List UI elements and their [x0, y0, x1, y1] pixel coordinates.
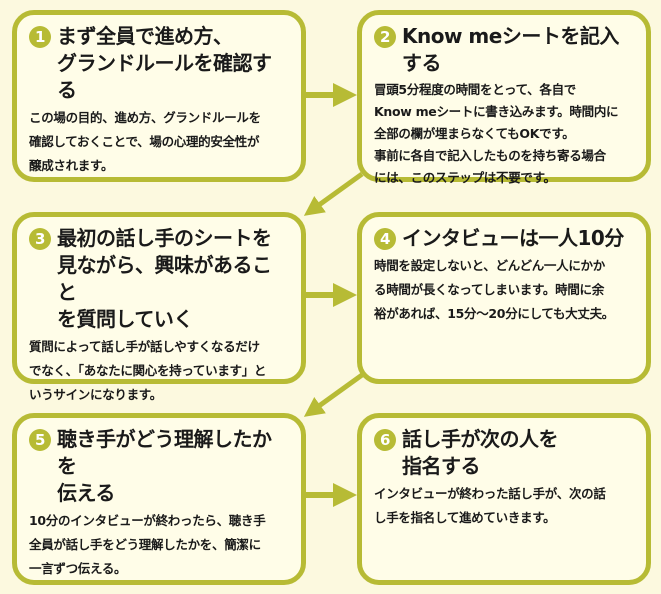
step-title: 聴き手がどう理解したかを 伝える: [57, 427, 272, 505]
step-4-card: 4 インタビューは一人10分 時間を設定しないと、どんどん一人にかか る時間が長く…: [357, 212, 651, 384]
step-title: 話し手が次の人を 指名する: [402, 427, 559, 478]
step-title: Know meシートを記入する: [402, 24, 619, 75]
arrow-2-to-3: [303, 171, 364, 216]
step-description: 10分のインタビューが終わったら、聴き手 全員が話し手をどう理解したかを、簡潔に…: [29, 513, 266, 576]
step-title: 最初の話し手のシートを 見ながら、興味があること を質問していく: [57, 226, 272, 331]
step-description: 質問によって話し手が話しやすくなるだけ でなく、「あなたに関心を持っています」と…: [29, 339, 267, 402]
step-5-card: 5 聴き手がどう理解したかを 伝える 10分のインタビューが終わったら、聴き手 全…: [12, 413, 306, 585]
step-number-badge: 1: [29, 26, 51, 48]
step-1-card: 1 まず全員で進め方、 グランドルールを確認する この場の目的、進め方、グランドル…: [12, 10, 306, 182]
step-number-badge: 6: [374, 429, 396, 451]
step-number-badge: 5: [29, 429, 51, 451]
step-3-card: 3 最初の話し手のシートを 見ながら、興味があること を質問していく 質問によって…: [12, 212, 306, 402]
arrow-4-to-5: [303, 372, 364, 417]
step-number-badge: 4: [374, 228, 396, 250]
step-title: インタビューは一人10分: [402, 226, 624, 250]
step-description: この場の目的、進め方、グランドルールを 確認しておくことで、場の心理的安全性が …: [29, 110, 261, 173]
step-description: 時間を設定しないと、どんどん一人にかか る時間が長くなってしまいます。時間に余 …: [374, 258, 614, 321]
step-title: まず全員で進め方、 グランドルールを確認する: [57, 24, 272, 102]
step-description: 冒頭5分程度の時間をとって、各自で Know meシートに書き込みます。時間内に…: [374, 82, 619, 185]
step-6-card: 6 話し手が次の人を 指名する インタビューが終わった話し手が、次の話 し手を指名…: [357, 413, 651, 585]
step-number-badge: 3: [29, 228, 51, 250]
step-description: インタビューが終わった話し手が、次の話 し手を指名して進めていきます。: [374, 486, 606, 525]
step-number-badge: 2: [374, 26, 396, 48]
step-2-card: 2 Know meシートを記入する 冒頭5分程度の時間をとって、各自で Know …: [357, 10, 651, 185]
